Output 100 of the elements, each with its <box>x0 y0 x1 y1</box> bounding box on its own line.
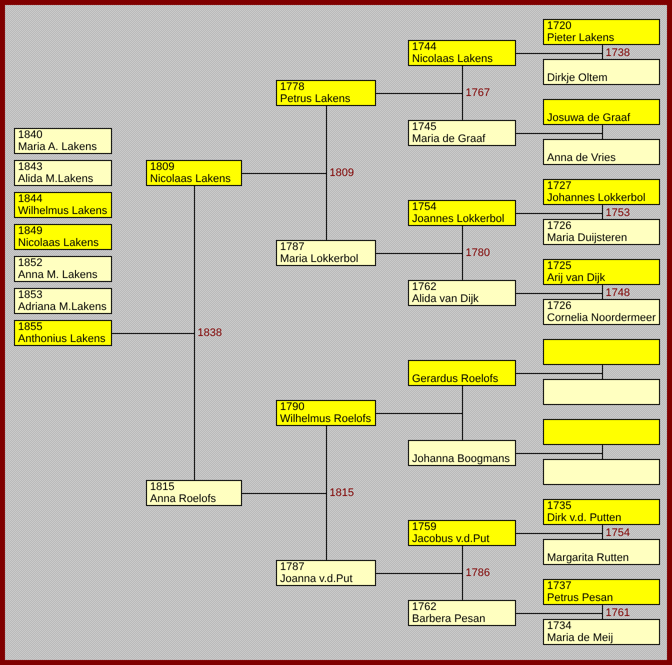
year-label: 1748 <box>606 287 630 299</box>
connector-line <box>112 333 195 480</box>
birth-year: 1726 <box>547 300 572 312</box>
person-name: Nicolaas Lakens <box>150 173 231 185</box>
person-name: Nicolaas Lakens <box>18 237 99 249</box>
person-card <box>543 19 660 45</box>
birth-year: 1852 <box>18 257 42 269</box>
person-name: Maria A. Lakens <box>18 141 97 153</box>
connector-line <box>376 413 463 440</box>
year-label: 1738 <box>606 47 630 59</box>
birth-year: 1853 <box>18 289 42 301</box>
birth-year: 1762 <box>412 601 436 613</box>
birth-year: 1735 <box>547 500 572 512</box>
person-name: Maria de Graaf <box>412 133 486 145</box>
connector-line <box>376 93 463 120</box>
birth-year: 1815 <box>150 481 174 493</box>
connector-line <box>376 253 463 280</box>
birth-year: 1745 <box>412 121 436 133</box>
person-card <box>543 579 660 605</box>
person-card <box>543 259 660 285</box>
birth-year: 1726 <box>547 220 572 232</box>
birth-year: 1727 <box>547 180 572 192</box>
birth-year: 1843 <box>18 161 42 173</box>
person-name: Dirkje Oltem <box>547 72 608 84</box>
connector-line <box>376 573 463 600</box>
person-name: Joannes Lokkerbol <box>412 213 504 225</box>
year-label: 1754 <box>606 527 630 539</box>
person-card <box>408 120 516 146</box>
person-card <box>276 560 376 586</box>
person-card <box>543 339 660 365</box>
year-label: 1786 <box>466 567 490 579</box>
year-label: 1753 <box>606 207 630 219</box>
person-name: Anna de Vries <box>547 152 616 164</box>
birth-year: 1737 <box>547 580 572 592</box>
connector-line <box>516 453 603 460</box>
connector-line <box>516 373 603 380</box>
person-card <box>146 160 242 186</box>
person-card <box>14 224 112 250</box>
person-card <box>14 288 112 314</box>
person-name: Arij van Dijk <box>547 272 606 284</box>
birth-year: 1787 <box>280 561 304 573</box>
person-card <box>543 99 660 125</box>
person-name: Dirk v.d. Putten <box>547 512 622 524</box>
connector-line <box>516 613 603 620</box>
person-name: Adriana M.Lakens <box>18 301 107 313</box>
person-name: Alida M.Lakens <box>18 173 94 185</box>
year-label: 1761 <box>606 607 630 619</box>
person-name: Wilhelmus Lakens <box>18 205 108 217</box>
person-card <box>408 440 516 466</box>
connector-line <box>516 53 603 60</box>
person-name: Pieter Lakens <box>547 32 614 44</box>
person-card <box>543 139 660 165</box>
person-card <box>14 192 112 218</box>
person-card <box>408 520 516 546</box>
person-card <box>408 600 516 626</box>
person-name: Maria Duijsteren <box>547 232 628 244</box>
person-card <box>14 128 112 154</box>
birth-year: 1762 <box>412 281 436 293</box>
person-name: Barbera Pesan <box>412 613 486 625</box>
birth-year: 1725 <box>547 260 572 272</box>
person-name: Petrus Pesan <box>547 592 614 604</box>
person-name: Jacobus v.d.Put <box>412 533 490 545</box>
person-name: Maria Lokkerbol <box>280 253 358 265</box>
year-label: 1767 <box>466 87 490 99</box>
person-name: Cornelia Noordermeer <box>547 312 656 324</box>
birth-year: 1855 <box>18 321 42 333</box>
connector-line <box>242 173 327 240</box>
connector-line <box>516 213 603 220</box>
person-name: Petrus Lakens <box>280 93 350 105</box>
birth-year: 1790 <box>280 401 304 413</box>
birth-year: 1844 <box>18 193 42 205</box>
person-name: Nicolaas Lakens <box>412 53 493 65</box>
person-card <box>408 360 516 386</box>
person-name: Anthonius Lakens <box>18 333 106 345</box>
birth-year: 1754 <box>412 201 436 213</box>
person-card <box>543 419 660 445</box>
birth-year: 1734 <box>547 620 572 632</box>
person-card <box>543 299 660 325</box>
person-name: Maria de Meij <box>547 632 614 644</box>
person-name: Joanna v.d.Put <box>280 573 353 585</box>
birth-year: 1744 <box>412 41 436 53</box>
person-card <box>543 59 660 85</box>
person-name: Anna Roelofs <box>150 493 216 505</box>
person-card <box>14 320 112 346</box>
person-card <box>276 400 376 426</box>
connector-line <box>516 533 603 540</box>
birth-year: 1759 <box>412 521 436 533</box>
person-card <box>146 480 242 506</box>
birth-year: 1778 <box>280 81 304 93</box>
birth-year: 1787 <box>280 241 304 253</box>
person-name: Anna M. Lakens <box>18 269 98 281</box>
person-name: Gerardus Roelofs <box>412 373 498 385</box>
person-card <box>543 619 660 645</box>
person-card <box>543 499 660 525</box>
person-card <box>14 160 112 186</box>
person-card <box>543 379 660 405</box>
person-card <box>408 200 516 226</box>
year-label: 1780 <box>466 247 490 259</box>
connector-line <box>516 293 603 300</box>
connector-line <box>242 493 327 560</box>
